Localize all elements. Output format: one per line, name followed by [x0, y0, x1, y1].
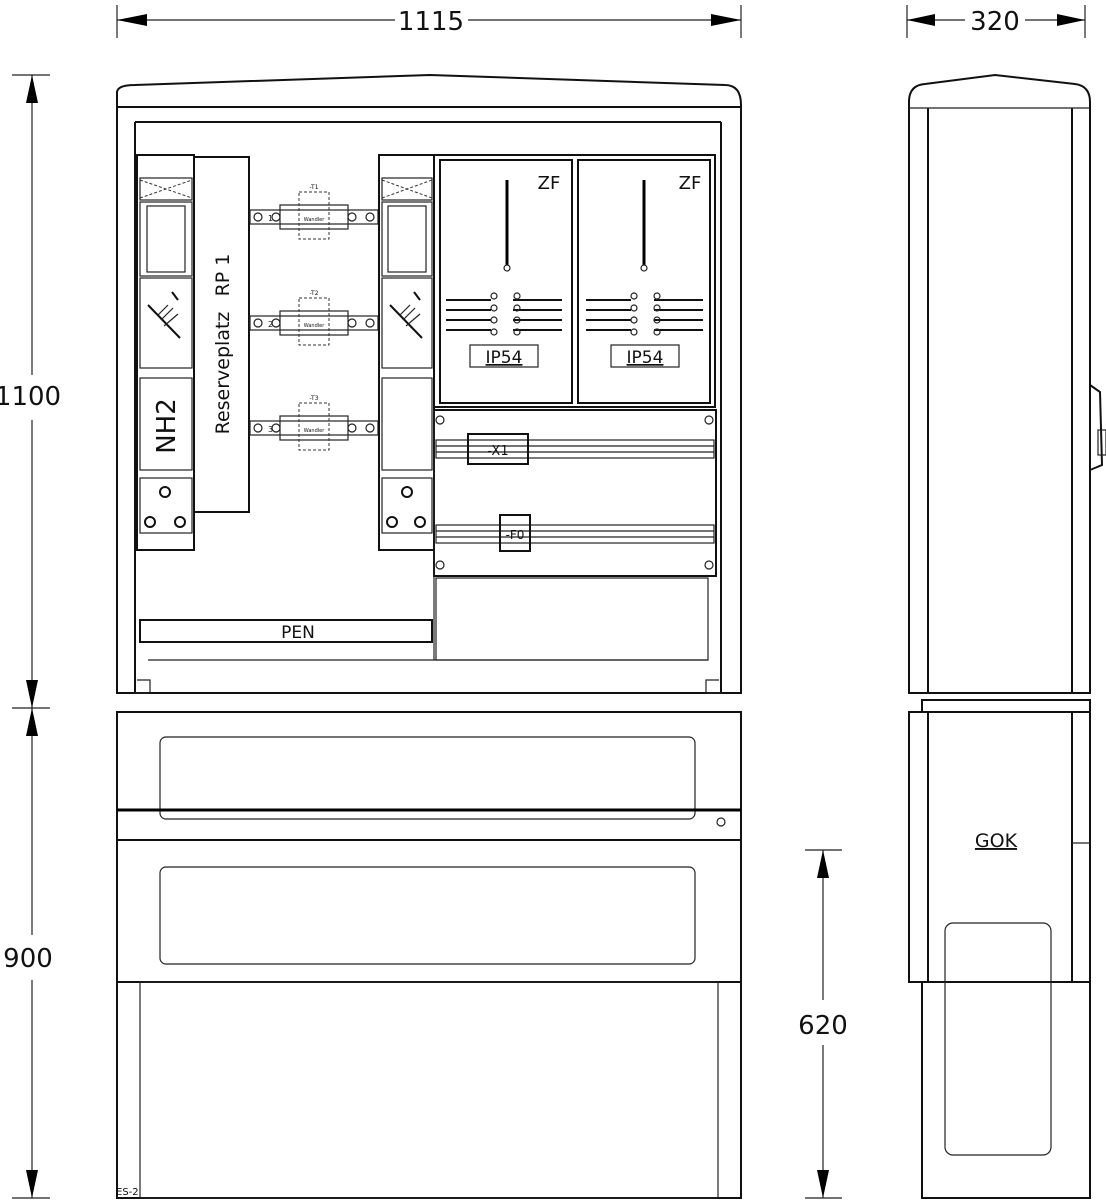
side-view: GOK [908, 73, 1106, 1199]
dimension-label-1100: 1100 [0, 382, 61, 412]
reserve-bar: Reserveplatz RP 1 [193, 156, 250, 513]
dimension-height-upper: 1100 [0, 74, 61, 709]
fuse-symbol-right [389, 291, 423, 339]
front-lower-section: ES-2 [116, 711, 742, 1199]
dimension-label-1115: 1115 [398, 7, 464, 37]
din-rail-section: -X1 -F0 [433, 409, 717, 577]
reserve-title: Reserveplatz [212, 312, 234, 435]
terminal-f0: -F0 [506, 528, 525, 542]
vent-slots-left [446, 292, 562, 336]
fuse-label-nh2: NH2 [152, 398, 182, 454]
svg-text:Wandler: Wandler [304, 428, 325, 434]
svg-text:Wandler: Wandler [304, 217, 325, 223]
reserve-id: RP 1 [212, 254, 234, 297]
dimension-label-320: 320 [970, 7, 1020, 37]
svg-text:1: 1 [268, 214, 273, 223]
meter-right-ip: IP54 [627, 348, 664, 368]
meter-left-ip: IP54 [486, 348, 523, 368]
dimension-width-side: 320 [906, 5, 1086, 38]
svg-text:3: 3 [268, 425, 273, 434]
pen-bar: PEN [139, 619, 433, 643]
current-transformer-2: -T2 Wandler 2 [249, 290, 379, 346]
dimension-height-lower: 900 [3, 708, 53, 1199]
dimension-label-900: 900 [3, 944, 53, 974]
fuse-symbol-left [147, 291, 181, 339]
meter-field-left: ZF IP54 [439, 159, 573, 404]
fuse-block-left: NH2 [136, 154, 195, 551]
current-transformer-1: -T1 Wandler 1 [249, 184, 379, 240]
meter-section: ZF IP54 ZF [433, 154, 716, 408]
meter-left-tag: ZF [538, 173, 561, 194]
front-upper-cabinet [116, 73, 742, 694]
drawing-code: ES-2 [116, 1187, 139, 1198]
terminal-x1: -X1 [487, 444, 508, 459]
dimension-width-front: 1115 [116, 5, 742, 38]
door-handle [1089, 384, 1106, 471]
current-transformer-3: -T3 Wandler 3 [249, 395, 379, 451]
lower-blank-panel [435, 577, 709, 661]
svg-text:2: 2 [268, 320, 273, 329]
meter-field-right: ZF IP54 [577, 159, 711, 404]
fuse-block-right [378, 154, 435, 551]
vent-slots-right [586, 292, 703, 336]
svg-text:-T2: -T2 [309, 290, 318, 297]
ground-level-label: GOK [975, 830, 1018, 852]
meter-right-tag: ZF [679, 173, 702, 194]
svg-text:Wandler: Wandler [304, 323, 325, 329]
pen-label: PEN [281, 623, 315, 643]
dimension-height-base: 620 [798, 849, 848, 1199]
svg-text:-T3: -T3 [309, 395, 318, 402]
svg-text:-T1: -T1 [309, 184, 318, 191]
dimension-label-620: 620 [798, 1011, 848, 1041]
